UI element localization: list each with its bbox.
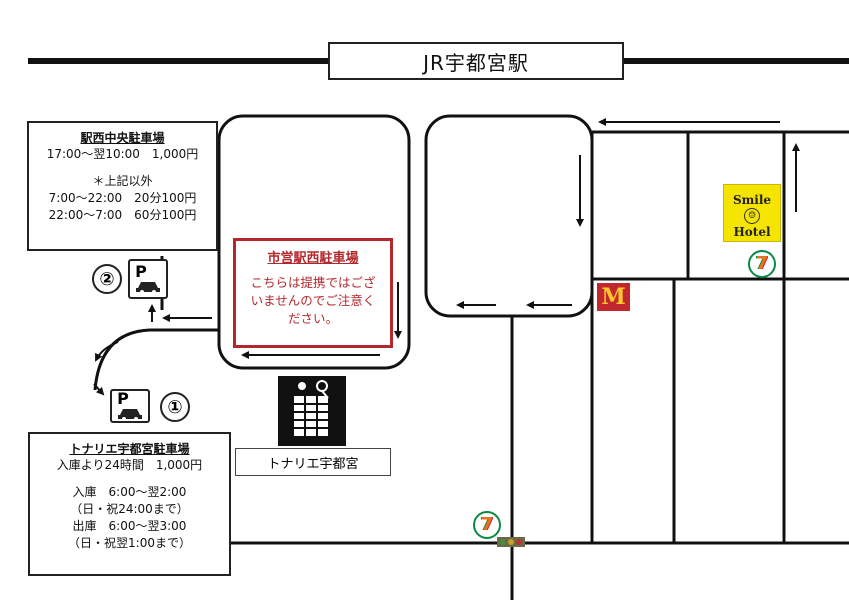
traffic-light-icon	[497, 537, 525, 547]
lot-1-number-badge: ①	[160, 392, 190, 422]
lot-2-night-rate: 17:00～翌10:00 1,000円	[46, 147, 199, 161]
lot-1-exit-note: （日・祝翌1:00まで）	[68, 536, 191, 550]
parking-sign-icon: P	[135, 262, 147, 281]
lot-1-rate: 入庫より24時間 1,000円	[56, 458, 203, 472]
lot-1-entry-hours: 入庫 6:00～翌2:00	[72, 485, 187, 499]
city-block-center	[424, 114, 594, 318]
direction-arrows	[93, 118, 800, 396]
station-name: JR宇都宮駅	[423, 50, 529, 75]
seven-eleven-logo: 7	[473, 511, 501, 539]
parking-sign-lot-2[interactable]: P	[128, 259, 168, 299]
road-grid	[231, 130, 849, 600]
lot-2-late-rate: 22:00～7:00 60分100円	[48, 208, 197, 222]
lot-1-title: トナリエ宇都宮駐車場	[69, 442, 190, 456]
mcdonalds-logo: M	[597, 283, 630, 311]
lot-2-number-badge: ②	[92, 264, 122, 294]
parking-sign-icon: P	[117, 389, 129, 408]
station-label: JR宇都宮駅	[328, 42, 624, 80]
notice-body: こちらは提携ではございませんのでご注意ください。	[250, 275, 376, 326]
tonarie-label: トナリエ宇都宮	[235, 448, 391, 476]
lot-1-exit-hours: 出庫 6:00～翌3:00	[72, 519, 187, 533]
seven-eleven-logo: 7	[748, 250, 776, 278]
tonarie-building-icon	[278, 376, 346, 446]
parking-sign-lot-1[interactable]: P	[110, 389, 150, 423]
municipal-parking-notice: 市営駅西駐車場 こちらは提携ではございませんのでご注意ください。	[233, 238, 393, 348]
notice-title: 市営駅西駐車場	[267, 251, 359, 266]
lot-1-entry-note: （日・祝24:00まで）	[70, 502, 189, 516]
car-icon	[118, 409, 142, 421]
lot-2-title: 駅西中央駐車場	[80, 131, 165, 145]
parking-lot-1-info: トナリエ宇都宮駐車場 入庫より24時間 1,000円 入庫 6:00～翌2:00…	[28, 432, 231, 576]
parking-lot-2-info: 駅西中央駐車場 17:00～翌10:00 1,000円 ＊上記以外 7:00～2…	[27, 121, 218, 251]
lot-2-day-rate: 7:00～22:00 20分100円	[48, 191, 197, 205]
smile-hotel-logo: Smile ☺ Hotel	[723, 184, 781, 242]
car-icon	[136, 282, 160, 294]
lot-2-other-header: ＊上記以外	[92, 174, 153, 188]
